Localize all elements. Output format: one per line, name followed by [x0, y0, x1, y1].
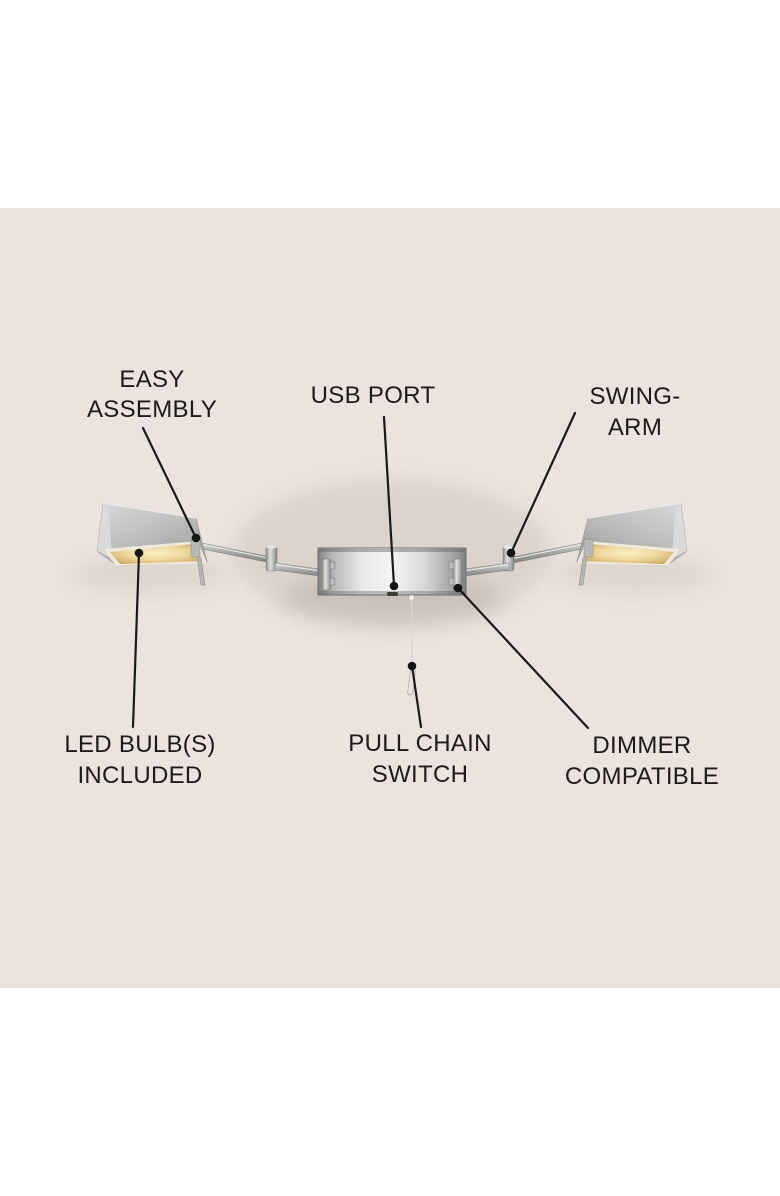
annotation-dot-swing-arm	[506, 548, 516, 558]
annotation-lines	[131, 411, 590, 730]
left-swing-arm	[196, 541, 327, 578]
annotation-dot-usb-port	[389, 581, 399, 591]
annotation-line-led-bulbs	[131, 551, 141, 729]
led-bulb-glow	[582, 544, 674, 564]
lamp-illustration	[70, 411, 714, 730]
left-adjust-lever	[196, 556, 206, 586]
annotation-dot-led-bulbs	[134, 548, 144, 558]
callout-usb-port: USB PORT	[310, 382, 436, 409]
callout-easy-assembly: EASY ASSEMBLY	[86, 366, 218, 423]
annotation-dot-easy-assembly	[191, 533, 201, 543]
usb-port-slot	[387, 592, 398, 596]
callout-dimmer: DIMMER COMPATIBLE	[564, 732, 720, 790]
left-lamp-head	[96, 502, 208, 586]
annotation-line-usb-port	[382, 415, 396, 588]
annotation-line-easy-assembly	[141, 426, 198, 540]
top-white-band	[0, 0, 780, 208]
annotation-dot-dimmer	[453, 583, 463, 593]
annotation-line-pull-chain	[410, 664, 423, 729]
right-swing-arm	[457, 541, 588, 578]
callout-swing-arm: SWING-ARM	[589, 383, 681, 441]
annotation-line-swing-arm	[509, 411, 577, 555]
callout-pull-chain: PULL CHAIN SWITCH	[348, 730, 492, 788]
led-bulb-glow	[110, 544, 202, 564]
product-diagram-scene: EASY ASSEMBLY USB PORT SWING-ARM LED BUL…	[0, 208, 780, 988]
annotation-line-dimmer	[456, 586, 590, 730]
right-lamp-head	[576, 502, 688, 586]
annotation-dot-pull-chain	[407, 661, 417, 671]
bottom-white-band	[0, 988, 780, 1196]
callout-led-bulbs: LED BULB(S) INCLUDED	[64, 731, 216, 789]
annotation-dots	[134, 533, 516, 671]
right-adjust-lever	[578, 556, 588, 586]
left-plate-bracket	[321, 558, 332, 591]
